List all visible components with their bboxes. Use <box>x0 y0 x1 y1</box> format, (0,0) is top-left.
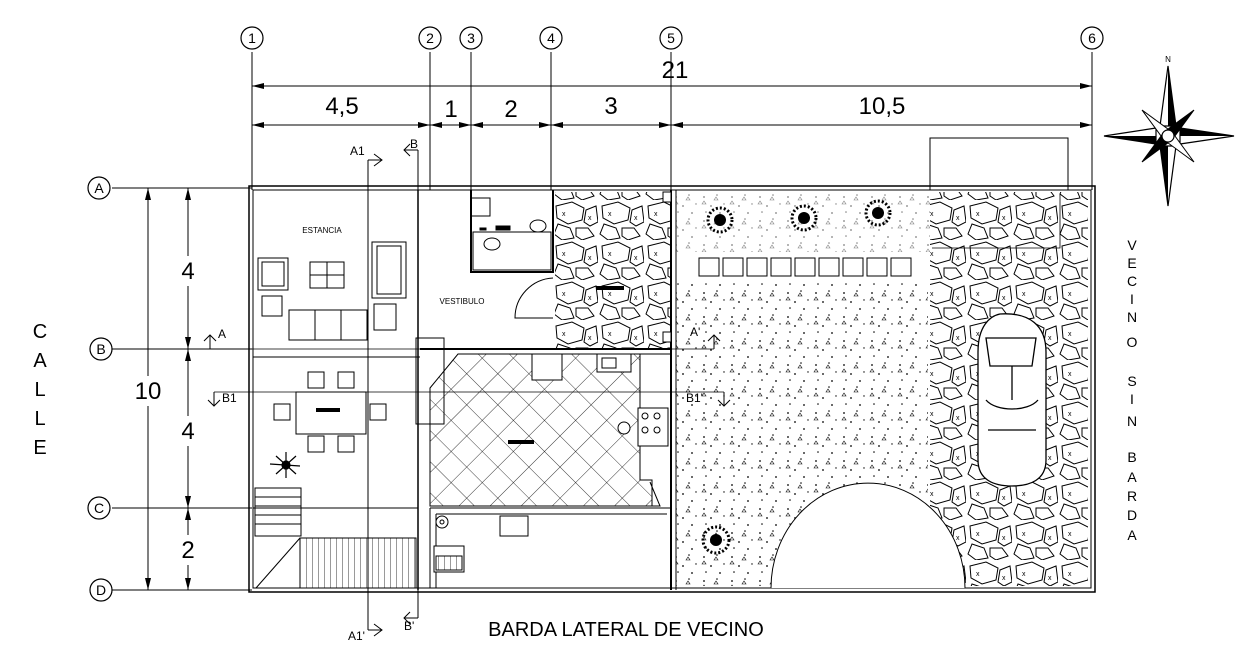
svg-text:4: 4 <box>547 30 555 46</box>
row-bubble-b: B <box>89 337 113 361</box>
svg-text:2: 2 <box>426 30 434 46</box>
north-arrow-icon: N <box>1103 55 1235 207</box>
svg-text:D: D <box>1127 507 1137 523</box>
svg-text:5: 5 <box>667 30 675 46</box>
row-bubble-c: C <box>87 496 111 520</box>
section-line-a: A A' <box>203 325 721 350</box>
living-furniture <box>257 241 407 341</box>
svg-text:4: 4 <box>181 418 194 445</box>
dining-furniture <box>273 371 387 453</box>
svg-text:I: I <box>1130 291 1134 307</box>
garden-semicircle <box>770 482 966 589</box>
svg-text:A: A <box>218 327 226 341</box>
svg-text:E: E <box>33 437 46 459</box>
grid-columns <box>251 52 1093 190</box>
svg-text:10: 10 <box>135 378 162 405</box>
svg-text:1: 1 <box>248 30 256 46</box>
svg-text:V: V <box>1127 237 1137 253</box>
svg-text:C: C <box>1127 273 1137 289</box>
section-line-b: B B' <box>403 137 419 633</box>
row-bubble-a: A <box>87 176 111 200</box>
svg-text:N: N <box>1127 309 1137 325</box>
left-dimension-total: 10 <box>132 188 164 590</box>
svg-text:L: L <box>34 379 45 401</box>
svg-text:A: A <box>33 350 47 372</box>
svg-text:S: S <box>1127 373 1136 389</box>
svg-text:4: 4 <box>181 258 194 285</box>
svg-text:B: B <box>96 341 105 357</box>
svg-text:I: I <box>1130 391 1134 407</box>
left-dimension-partials: 4 4 2 <box>176 188 200 590</box>
svg-text:B: B <box>1127 449 1136 465</box>
svg-text:1: 1 <box>444 96 457 123</box>
svg-text:E: E <box>1127 255 1136 271</box>
svg-text:A1': A1' <box>348 629 365 643</box>
svg-text:4,5: 4,5 <box>325 93 358 120</box>
svg-text:A: A <box>94 180 104 196</box>
section-line-b1: B1 B1' <box>207 391 731 407</box>
section-line-a1: A1 A1' <box>348 144 383 643</box>
row-bubble-d: D <box>89 578 113 602</box>
neighbor-label: V E C I N O S I N B A R D A <box>1127 237 1138 543</box>
side-wall-label: BARDA LATERAL DE VECINO <box>488 619 764 641</box>
svg-text:10,5: 10,5 <box>859 93 906 120</box>
svg-text:O: O <box>1127 334 1138 350</box>
column-bubble-1: 1 <box>240 26 264 50</box>
column-markers <box>662 191 672 343</box>
column-bubble-4: 4 <box>539 26 563 50</box>
svg-text:C: C <box>33 321 47 343</box>
svg-text:3: 3 <box>604 93 617 120</box>
svg-text:3: 3 <box>467 30 475 46</box>
column-bubble-6: 6 <box>1080 26 1104 50</box>
svg-text:A': A' <box>690 325 700 339</box>
svg-text:L: L <box>34 408 45 430</box>
svg-text:N: N <box>1165 55 1171 64</box>
stairs <box>254 487 417 589</box>
bathroom-fixtures <box>472 219 552 271</box>
column-bubble-5: 5 <box>659 26 683 50</box>
kitchen-appliances <box>531 353 669 447</box>
svg-text:2: 2 <box>504 96 517 123</box>
shrub-icon <box>701 199 892 555</box>
laundry-fixtures <box>433 515 529 573</box>
svg-text:B1': B1' <box>686 391 703 405</box>
svg-text:B': B' <box>404 619 414 633</box>
svg-text:A1: A1 <box>350 144 365 158</box>
plant-icon <box>269 452 301 478</box>
svg-text:21: 21 <box>662 57 689 84</box>
svg-text:D: D <box>96 582 106 598</box>
column-bubble-2: 2 <box>418 26 442 50</box>
svg-text:C: C <box>94 500 104 516</box>
car-icon <box>977 313 1047 487</box>
column-bubble-3: 3 <box>459 26 483 50</box>
carport-outline <box>929 137 1069 190</box>
top-dimension-total: 21 <box>252 57 1092 89</box>
stepping-stones <box>698 257 912 277</box>
svg-text:B1: B1 <box>222 391 237 405</box>
svg-text:2: 2 <box>181 537 194 564</box>
estancia-label: ESTANCIA <box>302 226 342 235</box>
svg-text:6: 6 <box>1088 30 1096 46</box>
svg-text:R: R <box>1127 488 1137 504</box>
stone-paving-upper <box>555 192 671 350</box>
svg-text:N: N <box>1127 413 1137 429</box>
street-label: C A L L E <box>33 321 48 459</box>
vestibulo-label: VESTIBULO <box>440 297 485 306</box>
top-dimension-partials: 4,5 1 2 3 10,5 <box>252 93 1092 128</box>
svg-text:A: A <box>1127 527 1137 543</box>
svg-text:B: B <box>410 137 418 151</box>
svg-text:A: A <box>1127 469 1137 485</box>
